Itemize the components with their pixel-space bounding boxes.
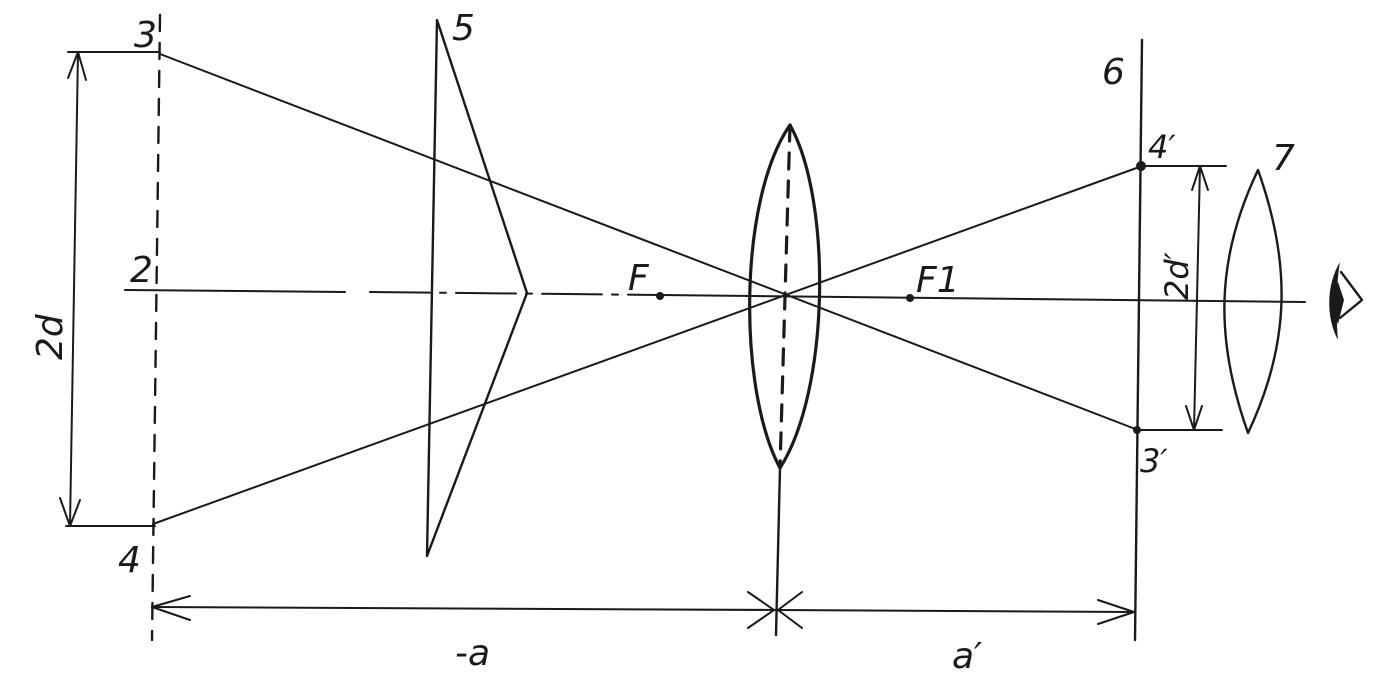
image-distance-line [775,609,1136,613]
object-size-arrow-bottom [59,497,81,527]
label-image-plane-6: 6 [1102,52,1125,93]
optical-axis-mid [369,291,661,296]
object-distance-arrow-right [747,591,775,629]
object-size-arrow-top [67,51,87,81]
eyepiece-7 [1223,168,1283,435]
label-focus-front: F [628,258,650,299]
image-size-arrow-bottom [1185,405,1203,431]
label-image-size: 2d′ [1158,251,1196,300]
label-object-distance: -a [455,633,490,674]
image-plane-6 [1133,38,1144,642]
focus-back-point [906,294,914,302]
label-image-distance: a′ [952,636,982,677]
object-distance-arrow-left [151,595,191,621]
eye-icon [1329,262,1364,340]
label-focus-back: F1 [916,260,960,301]
object-distance-line [151,606,777,611]
optical-axis-left [124,289,346,293]
prism-5 [425,18,529,558]
object-plane [150,13,162,642]
object-size-dimension-line [69,51,79,527]
lens-plane-line [774,466,782,637]
label-object-size: 2d [30,313,71,360]
objective-lens-axis [778,123,792,470]
image-distance-arrow-right [1097,599,1135,625]
ray-4-to-4prime [152,165,1143,525]
ray-3-to-3prime [159,53,1139,431]
optical-axis-right [659,294,1306,303]
label-point-4: 4 [118,540,141,581]
label-point-3prime: 3′ [1140,442,1168,480]
label-prism-5: 5 [452,8,475,49]
focus-front-point [656,292,664,300]
label-point-3: 3 [134,15,157,56]
image-size-arrow-top [1191,165,1209,191]
label-point-2: 2 [130,250,153,291]
label-eyepiece-7: 7 [1272,138,1295,179]
label-point-4prime: 4′ [1148,128,1176,166]
image-distance-arrow-left [777,591,803,629]
image-size-dimension-line [1193,165,1201,431]
